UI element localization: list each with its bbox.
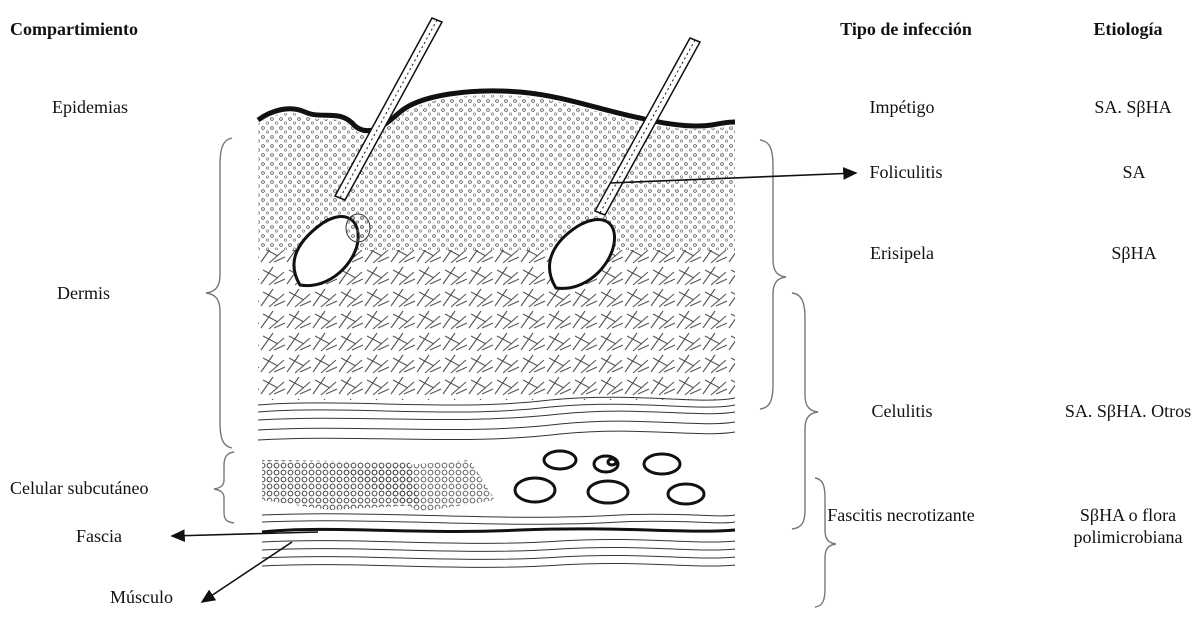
blood-vessels — [515, 451, 704, 504]
fascia-layer — [262, 529, 735, 532]
brace-celulitis — [792, 293, 818, 529]
brace-fascitis — [815, 478, 836, 607]
brace-subcutaneous — [214, 452, 234, 523]
muscle-layer — [262, 539, 735, 567]
fiber-band — [258, 397, 735, 440]
brace-dermis — [206, 138, 232, 448]
brace-epidermis-dermis — [760, 140, 786, 409]
arrow-fascia — [172, 532, 318, 536]
arrow-muscle — [202, 542, 292, 602]
